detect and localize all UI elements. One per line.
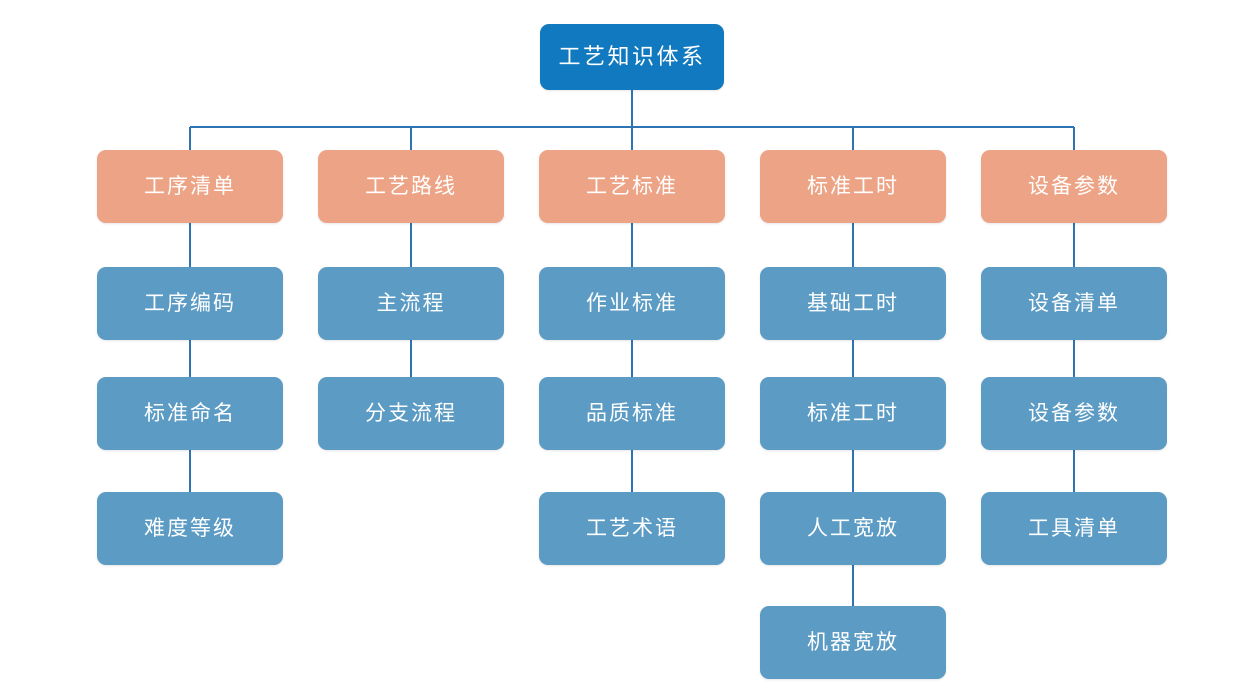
item-node-col-process-route-0[interactable]: 主流程: [318, 267, 504, 340]
item-node-col-standard-hours-2[interactable]: 人工宽放: [760, 492, 946, 565]
category-node-col-process-route[interactable]: 工艺路线: [318, 150, 504, 223]
category-node-col-equipment-params[interactable]: 设备参数: [981, 150, 1167, 223]
item-node-col-process-standard-2[interactable]: 工艺术语: [539, 492, 725, 565]
root-node[interactable]: 工艺知识体系: [540, 24, 724, 90]
item-node-col-equipment-params-1[interactable]: 设备参数: [981, 377, 1167, 450]
item-node-col-process-list-1[interactable]: 标准命名: [97, 377, 283, 450]
category-node-col-process-list[interactable]: 工序清单: [97, 150, 283, 223]
item-node-col-process-route-1[interactable]: 分支流程: [318, 377, 504, 450]
item-node-col-process-list-0[interactable]: 工序编码: [97, 267, 283, 340]
item-node-col-standard-hours-3[interactable]: 机器宽放: [760, 606, 946, 679]
category-node-col-process-standard[interactable]: 工艺标准: [539, 150, 725, 223]
category-node-col-standard-hours[interactable]: 标准工时: [760, 150, 946, 223]
item-node-col-standard-hours-1[interactable]: 标准工时: [760, 377, 946, 450]
item-node-col-equipment-params-0[interactable]: 设备清单: [981, 267, 1167, 340]
item-node-col-standard-hours-0[interactable]: 基础工时: [760, 267, 946, 340]
item-node-col-process-standard-0[interactable]: 作业标准: [539, 267, 725, 340]
item-node-col-equipment-params-2[interactable]: 工具清单: [981, 492, 1167, 565]
item-node-col-process-list-2[interactable]: 难度等级: [97, 492, 283, 565]
item-node-col-process-standard-1[interactable]: 品质标准: [539, 377, 725, 450]
